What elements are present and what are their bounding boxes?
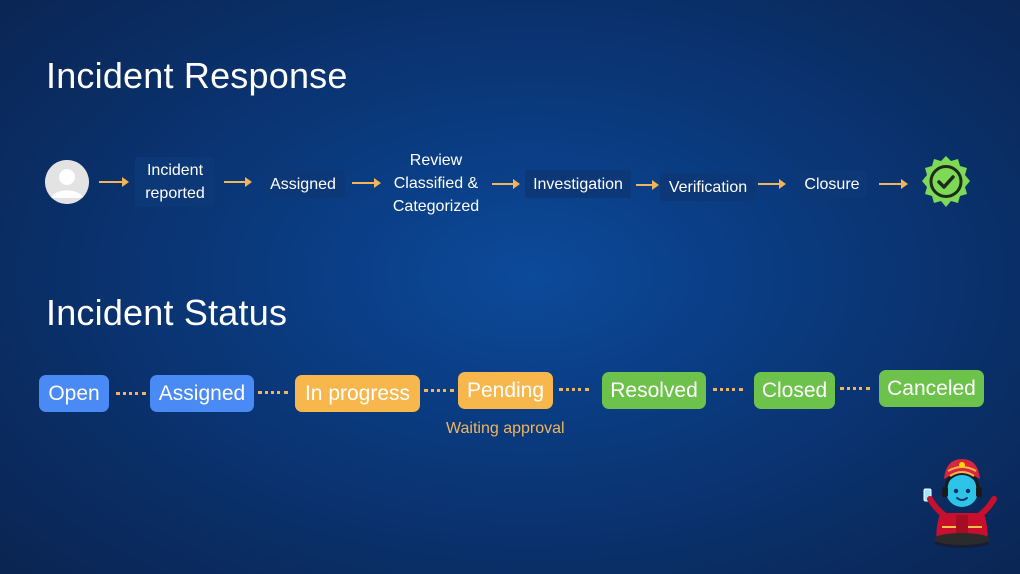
status-label: Resolved [610, 378, 698, 402]
status-connector [713, 388, 743, 391]
status-assigned: Assigned [150, 375, 254, 412]
status-connector [424, 389, 454, 392]
flow-arrow [352, 178, 381, 188]
status-connector [559, 388, 589, 391]
check-badge-icon [918, 154, 974, 210]
flow-arrow [879, 179, 908, 189]
status-open: Open [39, 375, 109, 412]
step-review-classified-categorized: Review Classified & Categorized [386, 148, 486, 218]
pending-note: Waiting approval [446, 420, 565, 437]
status-resolved: Resolved [602, 372, 706, 409]
status-connector [840, 387, 870, 390]
flow-arrow [99, 177, 129, 187]
status-pending: Pending [458, 372, 553, 409]
flow-arrow [224, 177, 252, 187]
step-investigation: Investigation [525, 170, 631, 198]
step-label: Investigation [533, 175, 623, 193]
status-label: Closed [761, 378, 828, 402]
status-canceled: Canceled [879, 370, 984, 407]
step-label: Review [409, 151, 463, 169]
mascot-icon [920, 455, 1002, 550]
flow-arrow [636, 180, 659, 190]
step-verification: Verification [660, 173, 756, 201]
step-closure: Closure [797, 170, 867, 198]
status-in-progress: In progress [295, 375, 420, 412]
status-connector [116, 392, 146, 395]
flow-arrow [758, 179, 786, 189]
step-label: reported [145, 185, 205, 202]
step-label: Closure [804, 175, 860, 193]
step-label: Verification [668, 178, 748, 196]
step-label: Incident [146, 162, 204, 179]
step-assigned: Assigned [261, 170, 345, 198]
status-label: Assigned [158, 381, 246, 405]
user-avatar-icon [45, 160, 89, 204]
step-label: Assigned [270, 175, 336, 193]
status-label: Pending [466, 378, 545, 402]
flow-arrow [492, 179, 520, 189]
incident-response-title: Incident Response [46, 55, 348, 96]
status-label: Canceled [887, 376, 976, 400]
step-label: Classified & [393, 174, 479, 192]
status-label: Open [48, 381, 100, 405]
step-label: Categorized [392, 197, 480, 215]
incident-status-title: Incident Status [46, 292, 288, 333]
status-label: In progress [304, 381, 411, 405]
status-closed: Closed [754, 372, 835, 409]
status-connector [258, 391, 288, 394]
step-incident-reported: Incident reported [135, 157, 215, 207]
